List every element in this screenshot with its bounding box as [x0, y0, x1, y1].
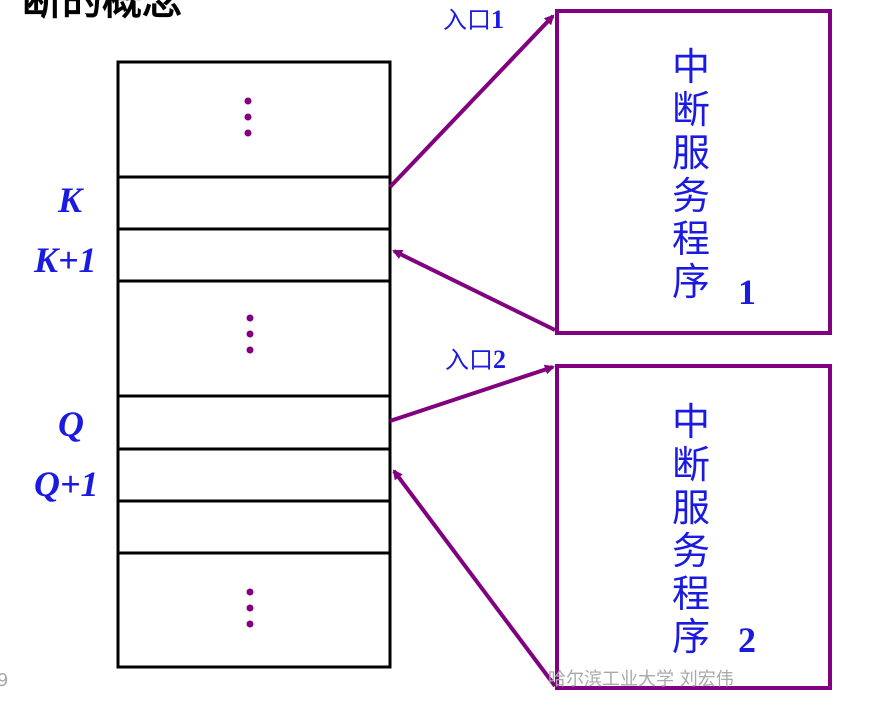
svg-text:程: 程: [672, 217, 710, 261]
svg-text:中: 中: [672, 400, 710, 444]
svg-text:中: 中: [672, 45, 710, 89]
svg-text:序: 序: [672, 260, 710, 304]
service-routine-2-text: 中 断 服 务 程 序 2: [672, 400, 756, 660]
slide-title: 断的概念: [22, 0, 182, 24]
svg-text:务: 务: [672, 174, 710, 218]
svg-text:断: 断: [672, 88, 710, 132]
svg-text:1: 1: [738, 272, 756, 312]
svg-text:服: 服: [672, 486, 710, 530]
svg-text:务: 务: [672, 529, 710, 573]
label-k-plus-1: K+1: [33, 240, 97, 280]
watermark: 哈尔滨工业大学 刘宏伟: [548, 669, 734, 690]
entry-1-label: 入口1: [443, 5, 504, 34]
svg-text:程: 程: [672, 572, 710, 616]
vector-table: [116, 60, 392, 669]
service-routine-2-box: [555, 364, 832, 690]
ellipsis-dots: [244, 97, 254, 628]
service-routine-1-box: [555, 9, 832, 335]
arrows: [388, 14, 557, 688]
label-q: Q: [58, 404, 84, 444]
entry-2-label: 入口2: [445, 345, 506, 374]
svg-text:2: 2: [738, 620, 756, 660]
page-number: 9: [0, 670, 8, 691]
svg-text:断: 断: [672, 443, 710, 487]
svg-text:序: 序: [672, 615, 710, 659]
svg-text:服: 服: [672, 131, 710, 175]
label-k: K: [57, 180, 85, 220]
label-q-plus-1: Q+1: [34, 464, 99, 504]
service-routine-1-text: 中 断 服 务 程 序 1: [672, 45, 756, 312]
